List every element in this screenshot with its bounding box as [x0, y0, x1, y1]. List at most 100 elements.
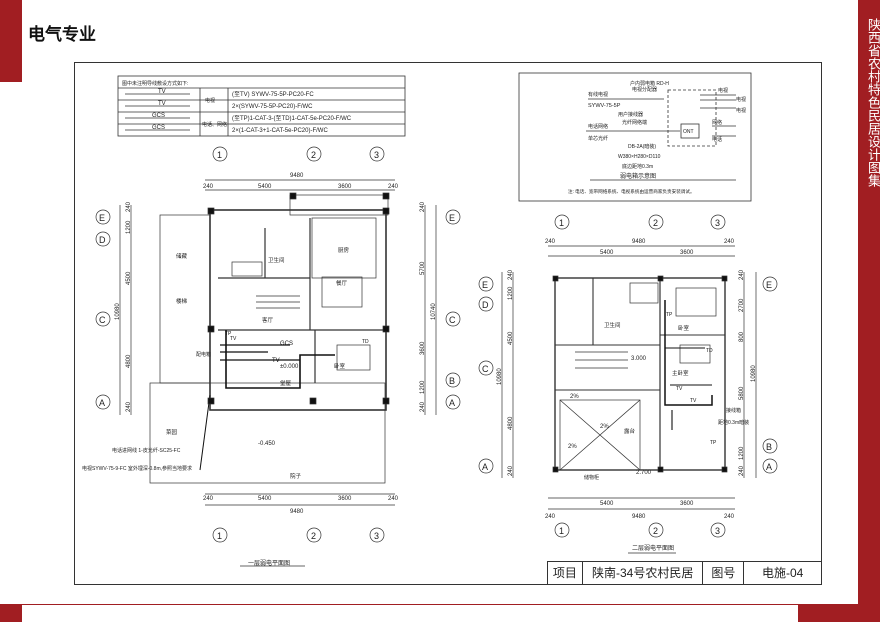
plan2-slope-2: 2%: [568, 444, 577, 450]
legend-desc-1: 2×(SYWV-75-5P-PC20)-F/WC: [232, 104, 313, 110]
plan1-dim-bot-0: 9480: [290, 509, 304, 515]
plan1-dim-bot-4: 240: [388, 496, 399, 502]
plan1-axis-x-2: 3: [374, 150, 379, 160]
weak-box-label-4: 电话网络: [588, 123, 608, 130]
plan1-room-7: 堂屋: [280, 379, 292, 387]
plan2-dim-bot-2: 3600: [680, 501, 694, 507]
plan2-dim-left-1: 1200: [508, 286, 514, 300]
plan1-axis-y-3r: B: [449, 376, 455, 386]
plan2-room-0: 卫生间: [604, 321, 621, 329]
plan2-dim-right-2: 800: [739, 331, 745, 342]
plan2-dim-bot-0: 9480: [632, 514, 646, 520]
plan2-room-4: 储物柜: [584, 474, 599, 481]
plan2-axis-x-2: 3: [715, 218, 720, 228]
legend-table: [117, 75, 406, 137]
weak-box-label-6: 光纤网络端: [622, 119, 647, 126]
plan2-dim-bot-1: 5400: [600, 501, 614, 507]
plan1-dim-right-2: 10740: [431, 303, 437, 320]
side-title: 陕西省农村特色民居设计图集: [865, 18, 880, 187]
plan2-axis-y-4r: A: [766, 462, 772, 472]
weak-box-label-8: ONT: [683, 129, 694, 135]
plan2-room-2: 主卧室: [672, 369, 689, 377]
title-block: 项目 陕南-34号农村民居 图号 电施-04: [547, 561, 821, 584]
legend-label-2: 电话、网络: [202, 121, 227, 128]
plan1-room-3: 储藏: [176, 252, 188, 260]
plan1-dim-top-2: 3600: [338, 184, 352, 190]
plan1-dim-left-1: 1200: [126, 220, 132, 234]
plan1-dim-right-3: 3600: [420, 341, 426, 355]
plan2-axis-x-0b: 1: [559, 526, 564, 536]
weak-box-title: 弱电箱示意图: [620, 172, 656, 180]
weak-box-label-15: 网络: [712, 119, 722, 126]
plan1-level-1: -0.450: [258, 441, 276, 447]
plan2-dim-right-5: 1200: [739, 446, 745, 460]
plan1-dim-right-0: 240: [420, 201, 426, 212]
plan1-dim-left-5: 240: [126, 401, 132, 412]
plan1-dim-bot-3: 240: [203, 496, 214, 502]
plan1-dim-bot-2: 3600: [338, 496, 352, 502]
plan2-axis-x-0: 1: [559, 218, 564, 228]
plan2-symbol-1: TP: [666, 312, 673, 318]
plan1-axis-y-0: E: [99, 213, 105, 223]
plan2-symbol-2: TD: [706, 348, 713, 354]
legend-symbol-3: GCS: [152, 125, 165, 131]
plan2-dim-right-1: 2700: [739, 298, 745, 312]
plan1-room-1: 卫生间: [268, 256, 285, 264]
plan1-caption: 一层弱电平面图: [248, 559, 290, 567]
plan2-dim-top-0: 9480: [632, 239, 646, 245]
plan2-note-1: 距地0.3m暗装: [718, 419, 749, 426]
legend-desc-0: (至TV) SYWV-75-5P-PC20-FC: [232, 91, 314, 98]
plan1-axis-y-0r: E: [449, 213, 455, 223]
title-block-project-value: 陕南-34号农村民居: [583, 562, 704, 584]
weak-current-diagram: [518, 72, 752, 202]
plan1-dim-right-5: 240: [420, 401, 426, 412]
plan2-dim-left-4: 4800: [508, 416, 514, 430]
legend-desc-2: (至TP)1-CAT-3-(至TD)1-CAT-5e-PC20-F/WC: [232, 115, 352, 122]
plan1-axis-x-0b: 1: [217, 531, 222, 541]
legend-desc-3: 2×(1-CAT-3+1-CAT-5e-PC20)-F/WC: [232, 128, 328, 134]
plan1-dim-left-4: 4800: [126, 354, 132, 368]
plan2-symbol-3: TV: [690, 398, 697, 404]
legend-note: 图中未注明导线敷设方式如下:: [122, 80, 188, 87]
plan2-axis-y-0: E: [482, 280, 488, 290]
title-block-project-label: 项目: [548, 562, 583, 584]
plan2-dim-top-4: 240: [724, 239, 735, 245]
plan1-axis-x-0: 1: [217, 150, 222, 160]
plan1-room-10: 配电箱: [196, 351, 211, 358]
legend-symbol-2: GCS: [152, 113, 165, 119]
plan1-symbol-0: TV: [230, 336, 237, 342]
plan2-dim-left-2: 4500: [508, 331, 514, 345]
bottom-rule: [0, 604, 880, 605]
left-red-tab: [0, 0, 22, 82]
plan2-level-0: 3.000: [631, 356, 647, 362]
weak-box-label-14: 电视: [736, 107, 746, 114]
plan2-axis-x-2b: 3: [715, 526, 720, 536]
plan2-dim-right-4: 5800: [739, 386, 745, 400]
plan1-room-6: 卧室: [334, 362, 346, 370]
plan2-axis-x-1b: 2: [653, 526, 658, 536]
plan1-symbol-2: GCS: [280, 341, 293, 347]
plan1-note-0: 电话进网线 1-皮光纤-SC25-FC: [112, 447, 181, 454]
plan1-axis-y-4r: A: [449, 398, 455, 408]
legend-symbol-1: TV: [158, 101, 166, 107]
plan2-dim-bot-3: 240: [545, 514, 556, 520]
plan1-symbol-3: TV: [272, 358, 280, 364]
plan2-axis-y-2: C: [482, 364, 489, 374]
title-block-drawing-label: 图号: [703, 562, 745, 584]
page-title: 电气专业: [28, 25, 96, 45]
plan2-dim-right-0: 240: [739, 269, 745, 280]
weak-box-label-16: 电话: [712, 136, 722, 143]
weak-box-label-2: 电视分配器: [632, 86, 657, 93]
weak-box-label-10: W380×H280×D110: [618, 154, 661, 160]
plan2-slope-1: 2%: [600, 424, 609, 430]
plan2-room-1: 卧室: [678, 324, 690, 332]
weak-box-label-7: 单芯光纤: [588, 135, 608, 142]
plan1-symbol-1: TP: [225, 331, 232, 337]
plan2-room-3: 露台: [624, 427, 636, 435]
plan1-dim-left-3: 10980: [115, 303, 121, 320]
plan1-room-9: 菜园: [166, 428, 178, 436]
plan1-axis-y-2r: C: [449, 315, 456, 325]
plan1-dim-top-0: 9480: [290, 173, 304, 179]
plan2-dim-top-1: 5400: [600, 250, 614, 256]
plan2-drawing: [478, 214, 778, 554]
